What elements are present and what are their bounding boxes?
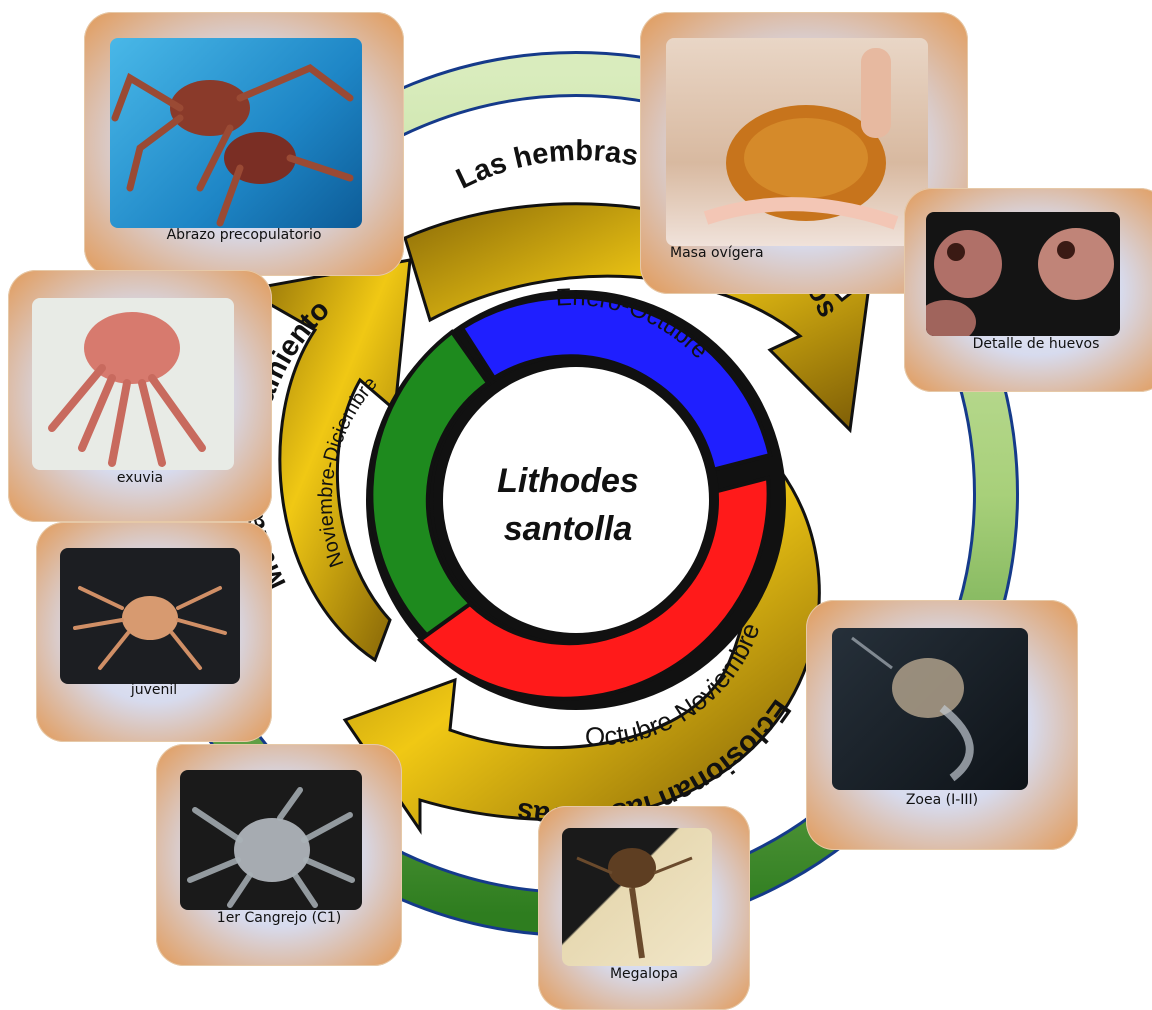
juvenil-caption: juvenil xyxy=(36,682,272,698)
zoea-caption: Zoea (I-III) xyxy=(806,792,1078,808)
exuvia-photo xyxy=(32,298,234,470)
masa-photo xyxy=(666,38,928,246)
exuvia-caption: exuvia xyxy=(8,470,272,486)
species-name-line2: santolla xyxy=(504,510,632,548)
photo-tile-zoea: Zoea (I-III) xyxy=(806,600,1078,850)
megalopa-caption: Megalopa xyxy=(538,966,750,982)
photo-tile-juvenil: juvenil xyxy=(36,522,272,742)
juvenil-photo xyxy=(60,548,240,684)
abrazo-photo xyxy=(110,38,362,228)
megalopa-image xyxy=(562,828,712,966)
egg-mass-image xyxy=(666,38,928,246)
photo-tile-abrazo: Abrazo precopulatorio xyxy=(84,12,404,276)
zoea-larva-image xyxy=(832,628,1028,790)
first-crab-image xyxy=(180,770,362,910)
cangrejo-caption: 1er Cangrejo (C1) xyxy=(156,910,402,926)
crab-pair-image xyxy=(110,38,362,228)
photo-tile-megalopa: Megalopa xyxy=(538,806,750,1010)
photo-tile-cangrejo: 1er Cangrejo (C1) xyxy=(156,744,402,966)
species-name-line1: Lithodes xyxy=(497,462,639,500)
abrazo-caption: Abrazo precopulatorio xyxy=(84,227,404,243)
photo-tile-detalle: Detalle de huevos xyxy=(904,188,1152,392)
cangrejo-photo xyxy=(180,770,362,910)
megalopa-photo xyxy=(562,828,712,966)
exuvia-image xyxy=(32,298,234,470)
egg-detail-image xyxy=(926,212,1120,336)
detalle-photo xyxy=(926,212,1120,336)
photo-tile-exuvia: exuvia xyxy=(8,270,272,522)
detalle-caption: Detalle de huevos xyxy=(904,336,1152,352)
juvenile-crab-image xyxy=(60,548,240,684)
zoea-photo xyxy=(832,628,1028,790)
center-circle xyxy=(438,362,714,638)
